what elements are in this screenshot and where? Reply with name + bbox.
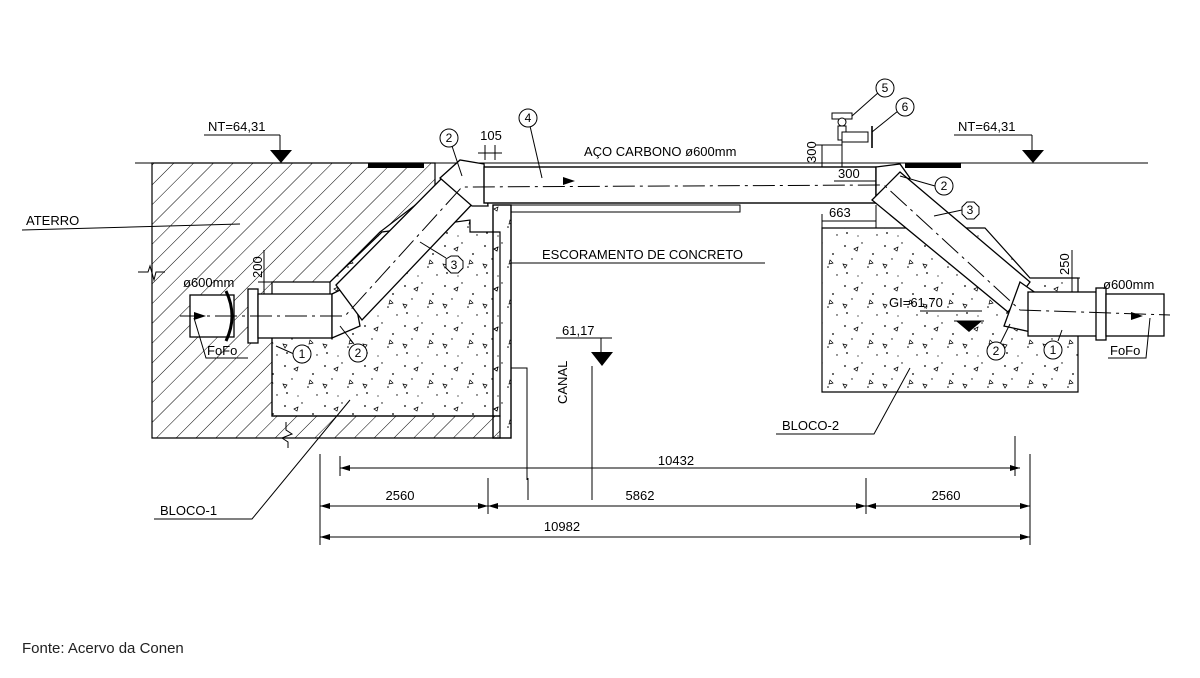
svg-text:4: 4 — [525, 111, 532, 125]
dim-10982 — [320, 534, 1030, 540]
bloco2-leader — [776, 367, 911, 435]
dim-663 — [821, 205, 877, 228]
fofo-left-leader — [193, 317, 248, 359]
canal-level-marker — [556, 337, 613, 500]
nt-left-label: NT=64,31 — [208, 119, 265, 134]
svg-text:3: 3 — [967, 203, 974, 217]
dim-250-label: 250 — [1057, 253, 1072, 275]
grass-right — [905, 163, 961, 168]
pipe-right-spool — [1027, 291, 1099, 337]
flow-arrow-left — [194, 312, 206, 320]
aterro-label: ATERRO — [26, 213, 79, 228]
bubble-3-right: 3 — [933, 201, 980, 220]
pipe-left-diameter: ø600mm — [183, 275, 234, 290]
pipe-right-diagonal — [871, 171, 1031, 313]
pipe-title-label: AÇO CARBONO ø600mm — [584, 144, 736, 159]
break-mark-upper — [138, 264, 165, 282]
bubble-2-right-top: 2 — [899, 175, 954, 196]
dim-250 — [1066, 250, 1080, 292]
fofo-left-label: FoFo — [207, 343, 237, 358]
bloco2-label: BLOCO-2 — [782, 418, 839, 433]
bloco1-label: BLOCO-1 — [160, 503, 217, 518]
dim-2560-right-label: 2560 — [932, 488, 961, 503]
nt-right-label: NT=64,31 — [958, 119, 1015, 134]
flow-arrow-right — [1131, 312, 1143, 320]
bloco1-concrete — [271, 219, 501, 417]
air-valve-icon — [831, 112, 873, 167]
canal-wall-left — [511, 367, 528, 480]
dim-2560-left-label: 2560 — [386, 488, 415, 503]
dim-105 — [478, 145, 502, 160]
fofo-right-leader — [1108, 317, 1151, 359]
aterro-leader — [21, 223, 241, 231]
pipe-right-diameter: ø600mm — [1103, 277, 1154, 292]
fofo-right-label: FoFo — [1110, 343, 1140, 358]
dim-105-label: 105 — [480, 128, 502, 143]
dim-chain-middle — [319, 454, 1031, 545]
dim-300-horizontal-label: 300 — [838, 166, 860, 181]
flow-arrow-top — [563, 177, 575, 185]
escoramento-wall — [492, 204, 512, 439]
dim-10982-label: 10982 — [544, 519, 580, 534]
nt-left-marker — [204, 134, 292, 163]
svg-text:2: 2 — [355, 346, 362, 360]
bubble-2-left-top: 2 — [439, 128, 463, 177]
bubble-1-right: 1 — [1043, 329, 1063, 360]
bubble-1-left: 1 — [275, 344, 312, 364]
bubble-4: 4 — [518, 108, 543, 179]
svg-text:1: 1 — [299, 347, 306, 361]
dim-663-label: 663 — [829, 205, 851, 220]
gi-level-marker — [920, 310, 984, 332]
pipe-right-flange — [1095, 287, 1107, 341]
pipe-horizontal — [483, 166, 877, 204]
svg-text:5: 5 — [882, 81, 889, 95]
dim-200 — [258, 250, 272, 294]
bubble-2-left-bottom: 2 — [339, 325, 368, 363]
dim-10432-label: 10432 — [658, 453, 694, 468]
bubble-5: 5 — [851, 78, 895, 117]
break-mark-lower — [280, 422, 294, 448]
bubble-2-right-bottom: 2 — [986, 323, 1011, 361]
dim-200-label: 200 — [250, 256, 265, 278]
pipe-horizontal-shadow — [511, 204, 741, 213]
bubble-3-left: 3 — [419, 241, 464, 274]
dim-10432 — [339, 436, 1020, 476]
svg-text:2: 2 — [446, 131, 453, 145]
nt-right-marker — [954, 134, 1044, 163]
dim-300-vertical-label: 300 — [804, 141, 819, 163]
source-caption: Fonte: Acervo da Conen — [22, 640, 184, 657]
svg-text:1: 1 — [1050, 343, 1057, 357]
escoramento-label: ESCORAMENTO DE CONCRETO — [542, 247, 743, 262]
canal-level-label: 61,17 — [562, 323, 595, 338]
dim-300-vertical — [816, 144, 842, 168]
svg-text:2: 2 — [993, 344, 1000, 358]
bloco1-leader — [154, 399, 351, 520]
bubble-6: 6 — [871, 97, 915, 133]
svg-text:2: 2 — [941, 179, 948, 193]
svg-text:3: 3 — [451, 258, 458, 272]
svg-text:6: 6 — [902, 100, 909, 114]
gi-label: GI=61,70 — [889, 295, 943, 310]
canal-label: CANAL — [555, 361, 570, 404]
dim-5862-label: 5862 — [626, 488, 655, 503]
